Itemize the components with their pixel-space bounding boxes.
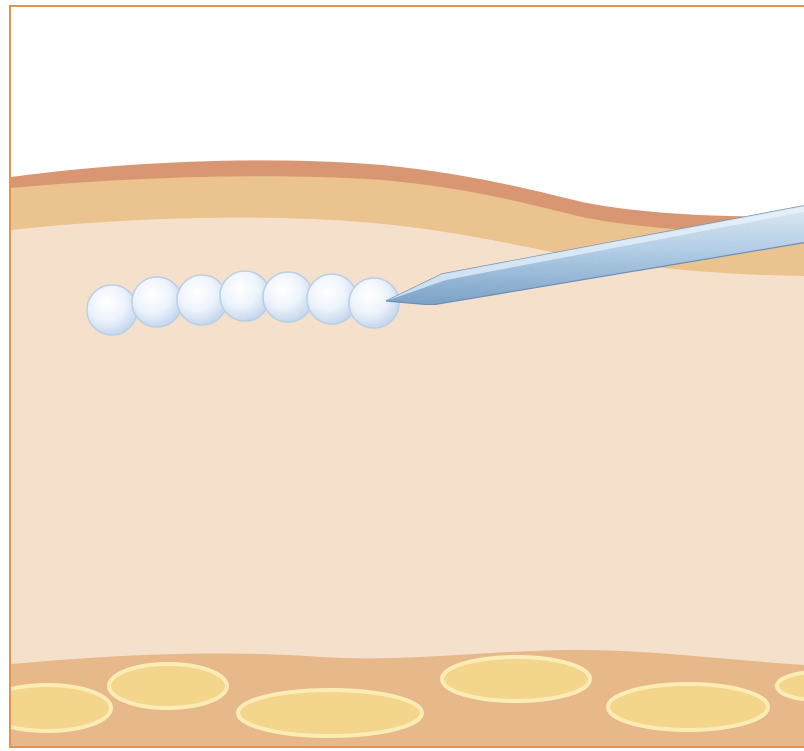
fat-cell-icon [109,664,227,708]
filler-bead-icon [87,285,137,335]
fat-cell-icon [608,684,768,730]
fat-cell-icon [11,685,111,731]
diagram-frame [9,5,804,748]
filler-bead-icon [132,277,182,327]
fat-cell-icon [238,690,422,736]
filler-bead-icon [177,275,227,325]
filler-bead-icon [349,278,399,328]
filler-bead-icon [263,272,313,322]
skin-injection-diagram [11,7,804,748]
fat-cell-icon [442,657,590,701]
